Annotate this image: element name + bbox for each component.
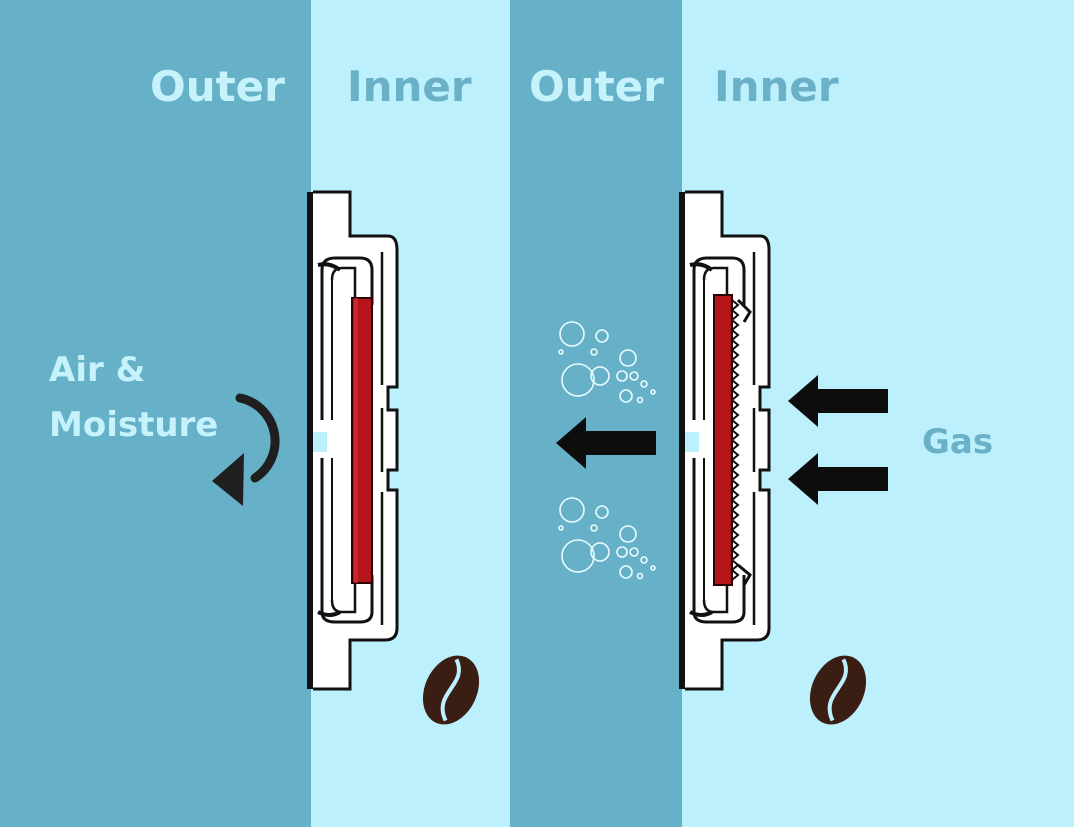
bubbles-icon [558,321,656,404]
inner-label-left: Inner [347,62,472,111]
coffee-bean-icon [797,644,879,736]
left-arrow-icon [788,453,888,505]
coffee-bean-icon [410,644,492,736]
bubbles-icon [558,497,656,580]
gas-label: Gas [922,422,994,462]
curved-arrow-icon [212,393,280,506]
outer-label-left: Outer [150,62,285,111]
outer-band-left [0,0,311,827]
valve-left [305,190,399,691]
left-arrow-icon [788,375,888,427]
outer-label-right: Outer [529,62,664,111]
valve-membrane-right [713,294,733,586]
valve-right [677,190,771,691]
outer-band-right [510,0,682,827]
air-moisture-label-line1: Air & [49,350,146,390]
air-moisture-label-line2: Moisture [49,405,219,445]
left-arrow-icon [556,417,656,469]
inner-label-right: Inner [714,62,839,111]
